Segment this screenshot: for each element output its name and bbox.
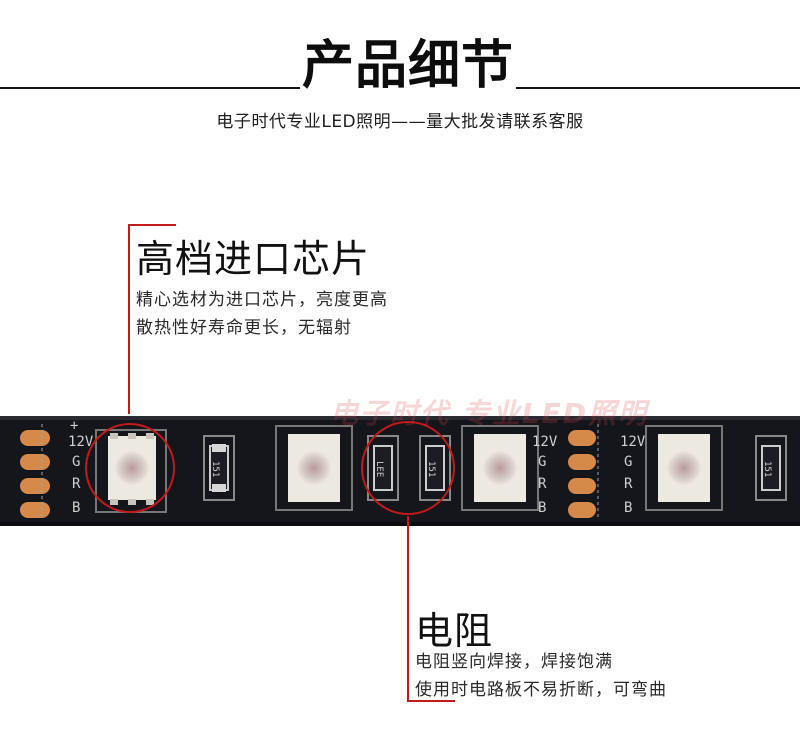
page-subtitle: 电子时代专业LED照明——量大批发请联系客服 — [216, 112, 584, 132]
chip-callout-horizontal-line — [128, 224, 176, 226]
chip-feature-title: 高档进口芯片 — [136, 237, 371, 281]
resistor-callout-horizontal-line — [407, 700, 455, 702]
strip-label-b-2: B — [538, 500, 546, 516]
header-line-right — [516, 87, 800, 89]
led-chip-1 — [95, 429, 167, 513]
chip-feature-line-2: 散热性好寿命更长，无辐射 — [136, 318, 352, 338]
strip-label-r-3: R — [624, 476, 633, 492]
resistor-feature-line-1: 电阻竖向焊接，焊接饱满 — [415, 652, 613, 672]
strip-label-b-3: B — [624, 500, 632, 516]
resistor-3 — [419, 435, 451, 501]
resistor-feature-description: 电阻竖向焊接，焊接饱满 使用时电路板不易折断，可弯曲 — [415, 648, 667, 704]
page-title: 产品细节 — [301, 36, 514, 96]
chip-feature-description: 精心选材为进口芯片，亮度更高 散热性好寿命更长，无辐射 — [136, 286, 388, 342]
resistor-1 — [203, 435, 235, 501]
resistor-code-3: 151 — [426, 461, 436, 477]
strip-label-voltage: 12V — [68, 434, 94, 450]
solder-pads-middle — [568, 424, 599, 518]
resistor-4 — [755, 435, 787, 501]
led-strip-image: + 12V G R B 12V G R B 12V G R B 151 LEE … — [0, 416, 800, 526]
chip-callout-vertical-line — [128, 224, 130, 414]
watermark-text: 电子时代 专业LED照明 — [330, 397, 648, 430]
resistor-feature-title: 电阻 — [415, 609, 494, 653]
chip-feature-line-1: 精心选材为进口芯片，亮度更高 — [136, 290, 388, 310]
resistor-code-4: 151 — [762, 461, 772, 477]
strip-label-r: R — [72, 476, 81, 492]
led-chip-2 — [275, 425, 353, 511]
strip-label-g: G — [72, 454, 80, 470]
resistor-code-1: 151 — [210, 461, 220, 477]
strip-label-voltage-2: 12V — [532, 434, 558, 450]
header-line-left — [0, 87, 300, 89]
resistor-feature-line-2: 使用时电路板不易折断，可弯曲 — [415, 680, 667, 700]
resistor-2 — [367, 435, 399, 501]
resistor-code-2: LEE — [374, 461, 384, 477]
led-chip-3 — [461, 425, 539, 511]
strip-label-plus: + — [70, 418, 78, 434]
resistor-callout-vertical-line — [407, 516, 409, 702]
strip-label-r-2: R — [538, 476, 547, 492]
strip-label-g-2: G — [538, 454, 546, 470]
led-chip-4 — [645, 425, 723, 511]
strip-label-voltage-3: 12V — [620, 434, 646, 450]
strip-label-g-3: G — [624, 454, 632, 470]
strip-label-b: B — [72, 500, 80, 516]
